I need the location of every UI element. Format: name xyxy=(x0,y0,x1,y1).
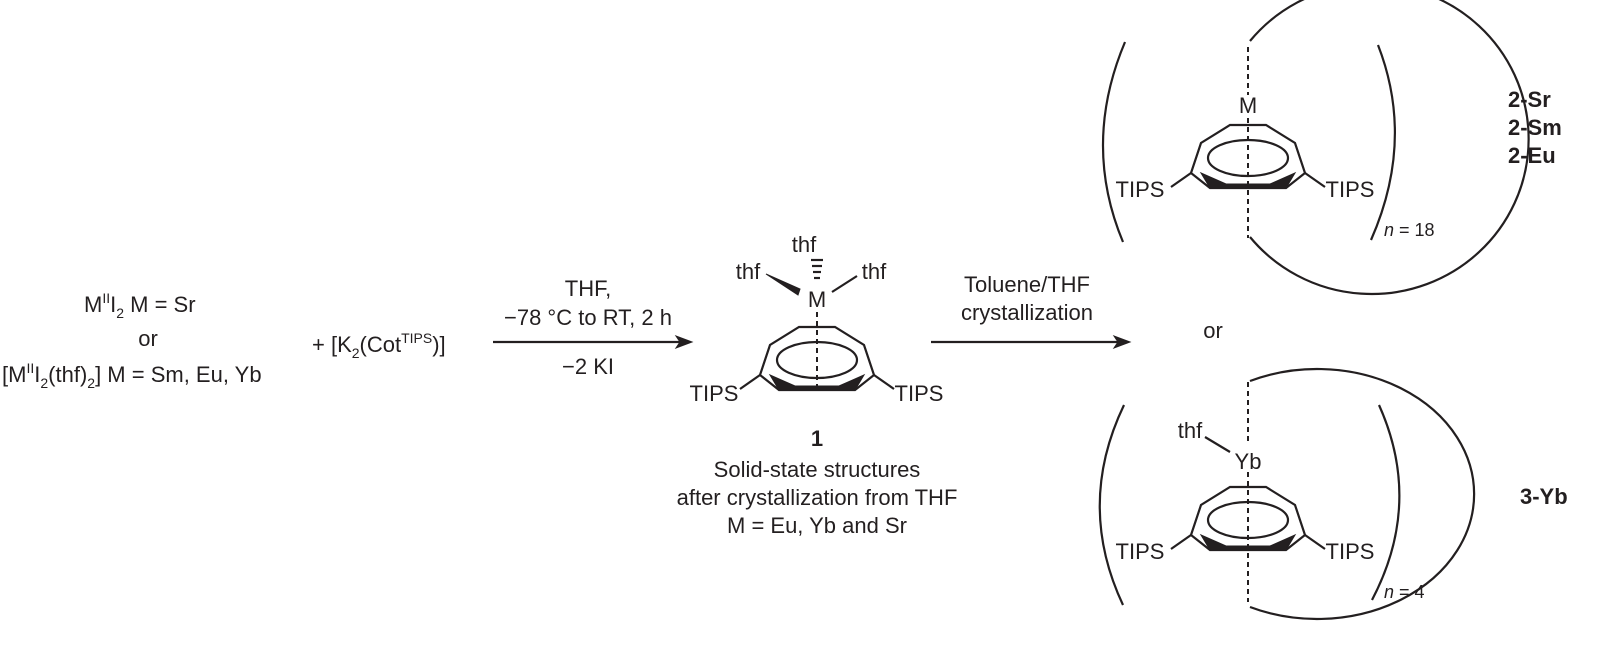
or-separator: or xyxy=(1203,318,1223,343)
reagent-k2cot: + [K2(CotTIPS)] xyxy=(312,330,446,361)
product-bottom-metal: Yb xyxy=(1235,449,1262,474)
compound1-ligand-thf-right: thf xyxy=(862,259,887,284)
product-bottom-tips-right: TIPS xyxy=(1326,539,1375,564)
compound-1-structure xyxy=(739,258,895,392)
reactant-or: or xyxy=(138,326,158,351)
arrow2-condition-solvent: Toluene/THF xyxy=(964,272,1090,297)
reactant-lnI2thf: [MIII2(thf)2] M = Sm, Eu, Yb xyxy=(2,360,262,391)
arrow2-condition-method: crystallization xyxy=(961,300,1093,325)
compound1-caption-line1: Solid-state structures xyxy=(714,457,921,482)
product-bottom-repeat-n: n = 4 xyxy=(1384,582,1425,602)
product-bottom-tips-left: TIPS xyxy=(1116,539,1165,564)
compound1-tips-right: TIPS xyxy=(895,381,944,406)
arrow1-condition-temp: −78 °C to RT, 2 h xyxy=(504,305,672,330)
svg-text:+ [K2(CotTIPS)]: + [K2(CotTIPS)] xyxy=(312,330,446,361)
product-bottom-structure xyxy=(1098,367,1476,621)
compound1-number: 1 xyxy=(811,426,823,451)
svg-text:[MIII2(thf)2] M = Sm, Eu, Yb: [MIII2(thf)2] M = Sm, Eu, Yb xyxy=(2,360,262,391)
product-top-repeat-n: n = 18 xyxy=(1384,220,1435,240)
compound1-caption-line3: M = Eu, Yb and Sr xyxy=(727,513,907,538)
label-2-eu: 2-Eu xyxy=(1508,143,1556,168)
product-top-structure xyxy=(1101,0,1530,296)
compound1-ligand-thf-left: thf xyxy=(736,259,761,284)
reaction-arrow-1 xyxy=(493,334,694,350)
label-2-sm: 2-Sm xyxy=(1508,115,1562,140)
product-top-tips-left: TIPS xyxy=(1116,177,1165,202)
compound1-caption-line2: after crystallization from THF xyxy=(677,485,958,510)
compound1-metal: M xyxy=(808,287,826,312)
label-3-yb: 3-Yb xyxy=(1520,484,1568,509)
product-top-metal: M xyxy=(1239,93,1257,118)
arrow1-condition-solvent: THF, xyxy=(565,276,611,301)
arrow1-byproduct: −2 KI xyxy=(562,354,614,379)
svg-text:MIII2 M = Sr: MIII2 M = Sr xyxy=(84,290,196,321)
product-bottom-ligand-thf: thf xyxy=(1178,418,1203,443)
reaction-arrow-2 xyxy=(931,334,1132,350)
label-2-sr: 2-Sr xyxy=(1508,87,1551,112)
compound1-tips-left: TIPS xyxy=(690,381,739,406)
product-top-tips-right: TIPS xyxy=(1326,177,1375,202)
compound1-ligand-thf-top: thf xyxy=(792,232,817,257)
reactant-srI2: MIII2 M = Sr xyxy=(84,290,196,321)
